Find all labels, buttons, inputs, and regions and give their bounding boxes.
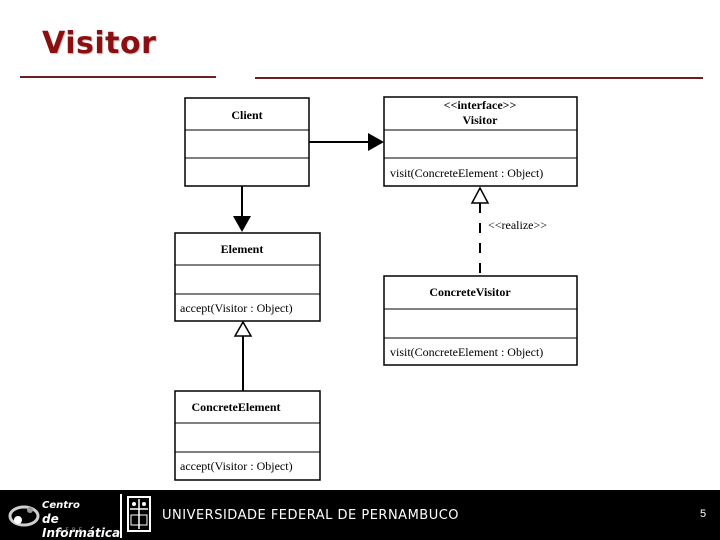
visitor-stereotype: <<interface>> [444,98,517,112]
client-class-box: Client [184,97,310,187]
cin-swirl-icon [8,505,40,527]
concrete-visitor-class-name: ConcreteVisitor [429,285,511,299]
slide-title: Visitor [42,26,157,61]
visitor-interface-box: <<interface>> Visitor visit(ConcreteElem… [383,96,578,187]
title-rule-right [255,77,703,79]
element-class-name: Element [221,242,264,256]
centro-de-informatica-logo: Centro de Informática UFPE [8,498,120,540]
visitor-operation: visit(ConcreteElement : Object) [390,166,543,180]
concrete-element-class-name: ConcreteElement [191,400,280,414]
client-class-name: Client [231,108,262,122]
footer-divider [120,494,122,538]
realize-label: <<realize>> [488,218,547,232]
title-rule-left [20,76,216,78]
cin-logo-line2: de Informática [42,512,121,540]
concrete-visitor-realization-arrow [470,186,490,276]
element-class-box: Element accept(Visitor : Object) [174,232,321,322]
element-operation: accept(Visitor : Object) [180,301,293,315]
concrete-element-operation: accept(Visitor : Object) [180,459,293,473]
cin-logo-tag: UFPE [58,527,86,534]
ufpe-crest-icon [127,496,151,532]
concrete-visitor-operation: visit(ConcreteElement : Object) [390,345,543,359]
client-to-element-arrow [233,186,251,232]
concrete-visitor-class-box: ConcreteVisitor visit(ConcreteElement : … [383,275,578,366]
concrete-element-class-box: ConcreteElement accept(Visitor : Object) [174,390,321,481]
footer-bar: Centro de Informática UFPE UNIVERSIDADE … [0,490,720,540]
visitor-class-name: Visitor [463,113,499,127]
cin-logo-line1: Centro [42,500,80,511]
page-number: 5 [700,508,707,520]
client-to-visitor-arrow [309,133,384,151]
concrete-element-generalization-arrow [233,320,253,391]
university-name: UNIVERSIDADE FEDERAL DE PERNAMBUCO [162,508,460,523]
